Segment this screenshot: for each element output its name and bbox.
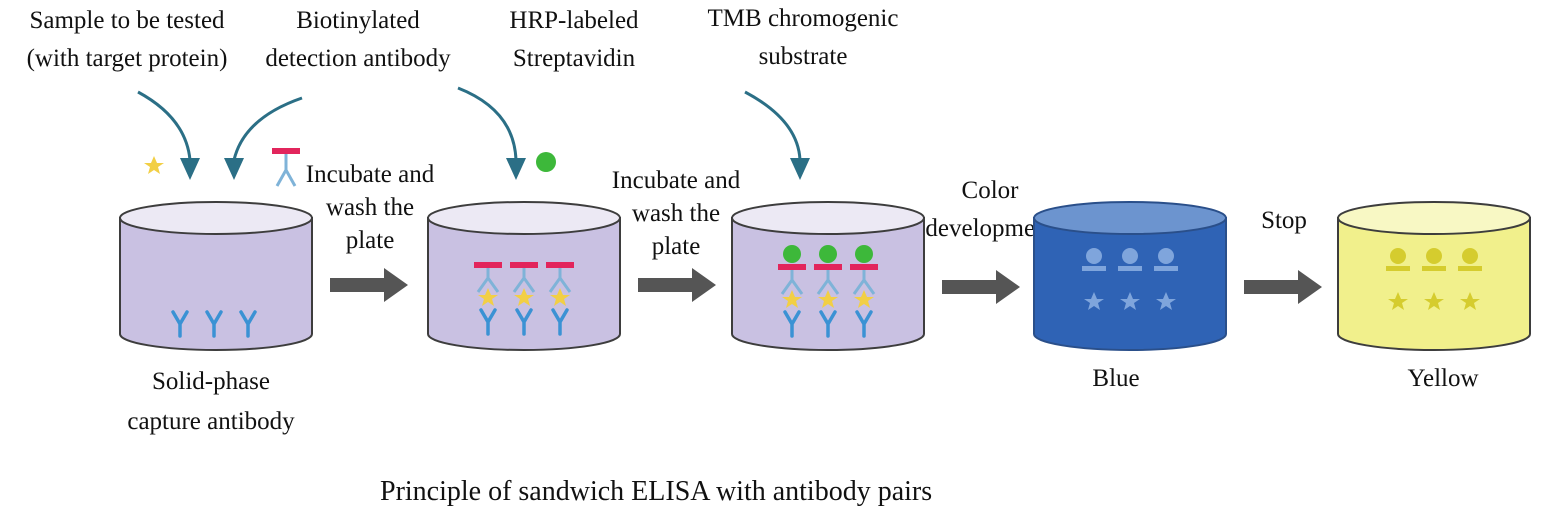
label-stop: Stop <box>1244 202 1324 240</box>
biotin-arrow-head <box>224 158 244 180</box>
label-incubate-1: Incubate and wash the plate <box>288 158 452 257</box>
label-blue-text: Blue <box>1092 365 1140 392</box>
biotin-arrow <box>232 96 303 161</box>
label-incubate-2-line2: wash the <box>631 200 721 227</box>
label-sample: Sample to be tested (with target protein… <box>4 2 250 78</box>
label-capture-antibody: Solid-phase capture antibody <box>96 362 326 442</box>
label-hrp-line1: HRP-labeled <box>509 7 639 34</box>
label-hrp-line2: Streptavidin <box>512 45 636 72</box>
label-incubate-2-line1: Incubate and <box>611 167 741 194</box>
figure-caption: Principle of sandwich ELISA with antibod… <box>380 476 933 507</box>
sample-arrow-head <box>180 158 200 180</box>
label-incubate-1-line3: plate <box>345 227 395 254</box>
label-capture-line2: capture antibody <box>127 408 295 435</box>
label-tmb: TMB chromogenic substrate <box>688 0 918 76</box>
label-color-line1: Color <box>961 177 1019 204</box>
well-hrp-bound <box>731 201 925 351</box>
well-sandwich <box>427 201 621 351</box>
label-blue: Blue <box>1066 360 1166 398</box>
label-incubate-1-line2: wash the <box>325 194 415 221</box>
well-blue <box>1033 201 1227 351</box>
label-biotin-line2: detection antibody <box>265 45 451 72</box>
well-yellow <box>1337 201 1531 351</box>
label-biotin-line1: Biotinylated <box>296 7 420 34</box>
step-arrow-2 <box>638 268 716 302</box>
label-incubate-2-line3: plate <box>651 233 701 260</box>
label-biotin: Biotinylated detection antibody <box>248 2 468 78</box>
label-hrp: HRP-labeled Streptavidin <box>486 2 662 78</box>
hrp-arrow-head <box>506 158 526 180</box>
label-incubate-2: Incubate and wash the plate <box>594 164 758 263</box>
step-arrow-1 <box>330 268 408 302</box>
label-yellow: Yellow <box>1388 360 1498 398</box>
label-sample-line1: Sample to be tested <box>29 7 225 34</box>
label-tmb-line2: substrate <box>758 43 848 70</box>
label-incubate-1-line1: Incubate and <box>305 161 435 188</box>
tmb-arrow-head <box>790 158 810 180</box>
label-stop-text: Stop <box>1261 207 1307 234</box>
step-arrow-4 <box>1244 270 1322 304</box>
tmb-arrow <box>744 90 802 161</box>
label-capture-line1: Solid-phase <box>151 368 271 395</box>
label-sample-line2: (with target protein) <box>26 45 228 72</box>
streptavidin-hrp-icon <box>536 152 556 172</box>
biotin-antibody-icon <box>272 148 300 187</box>
step-arrow-3 <box>942 270 1020 304</box>
label-yellow-text: Yellow <box>1407 365 1479 392</box>
sample-arrow <box>137 90 192 161</box>
antigen-star-icon <box>144 156 164 174</box>
label-tmb-line1: TMB chromogenic <box>707 5 899 32</box>
well-capture <box>119 201 313 351</box>
hrp-arrow <box>457 86 518 161</box>
